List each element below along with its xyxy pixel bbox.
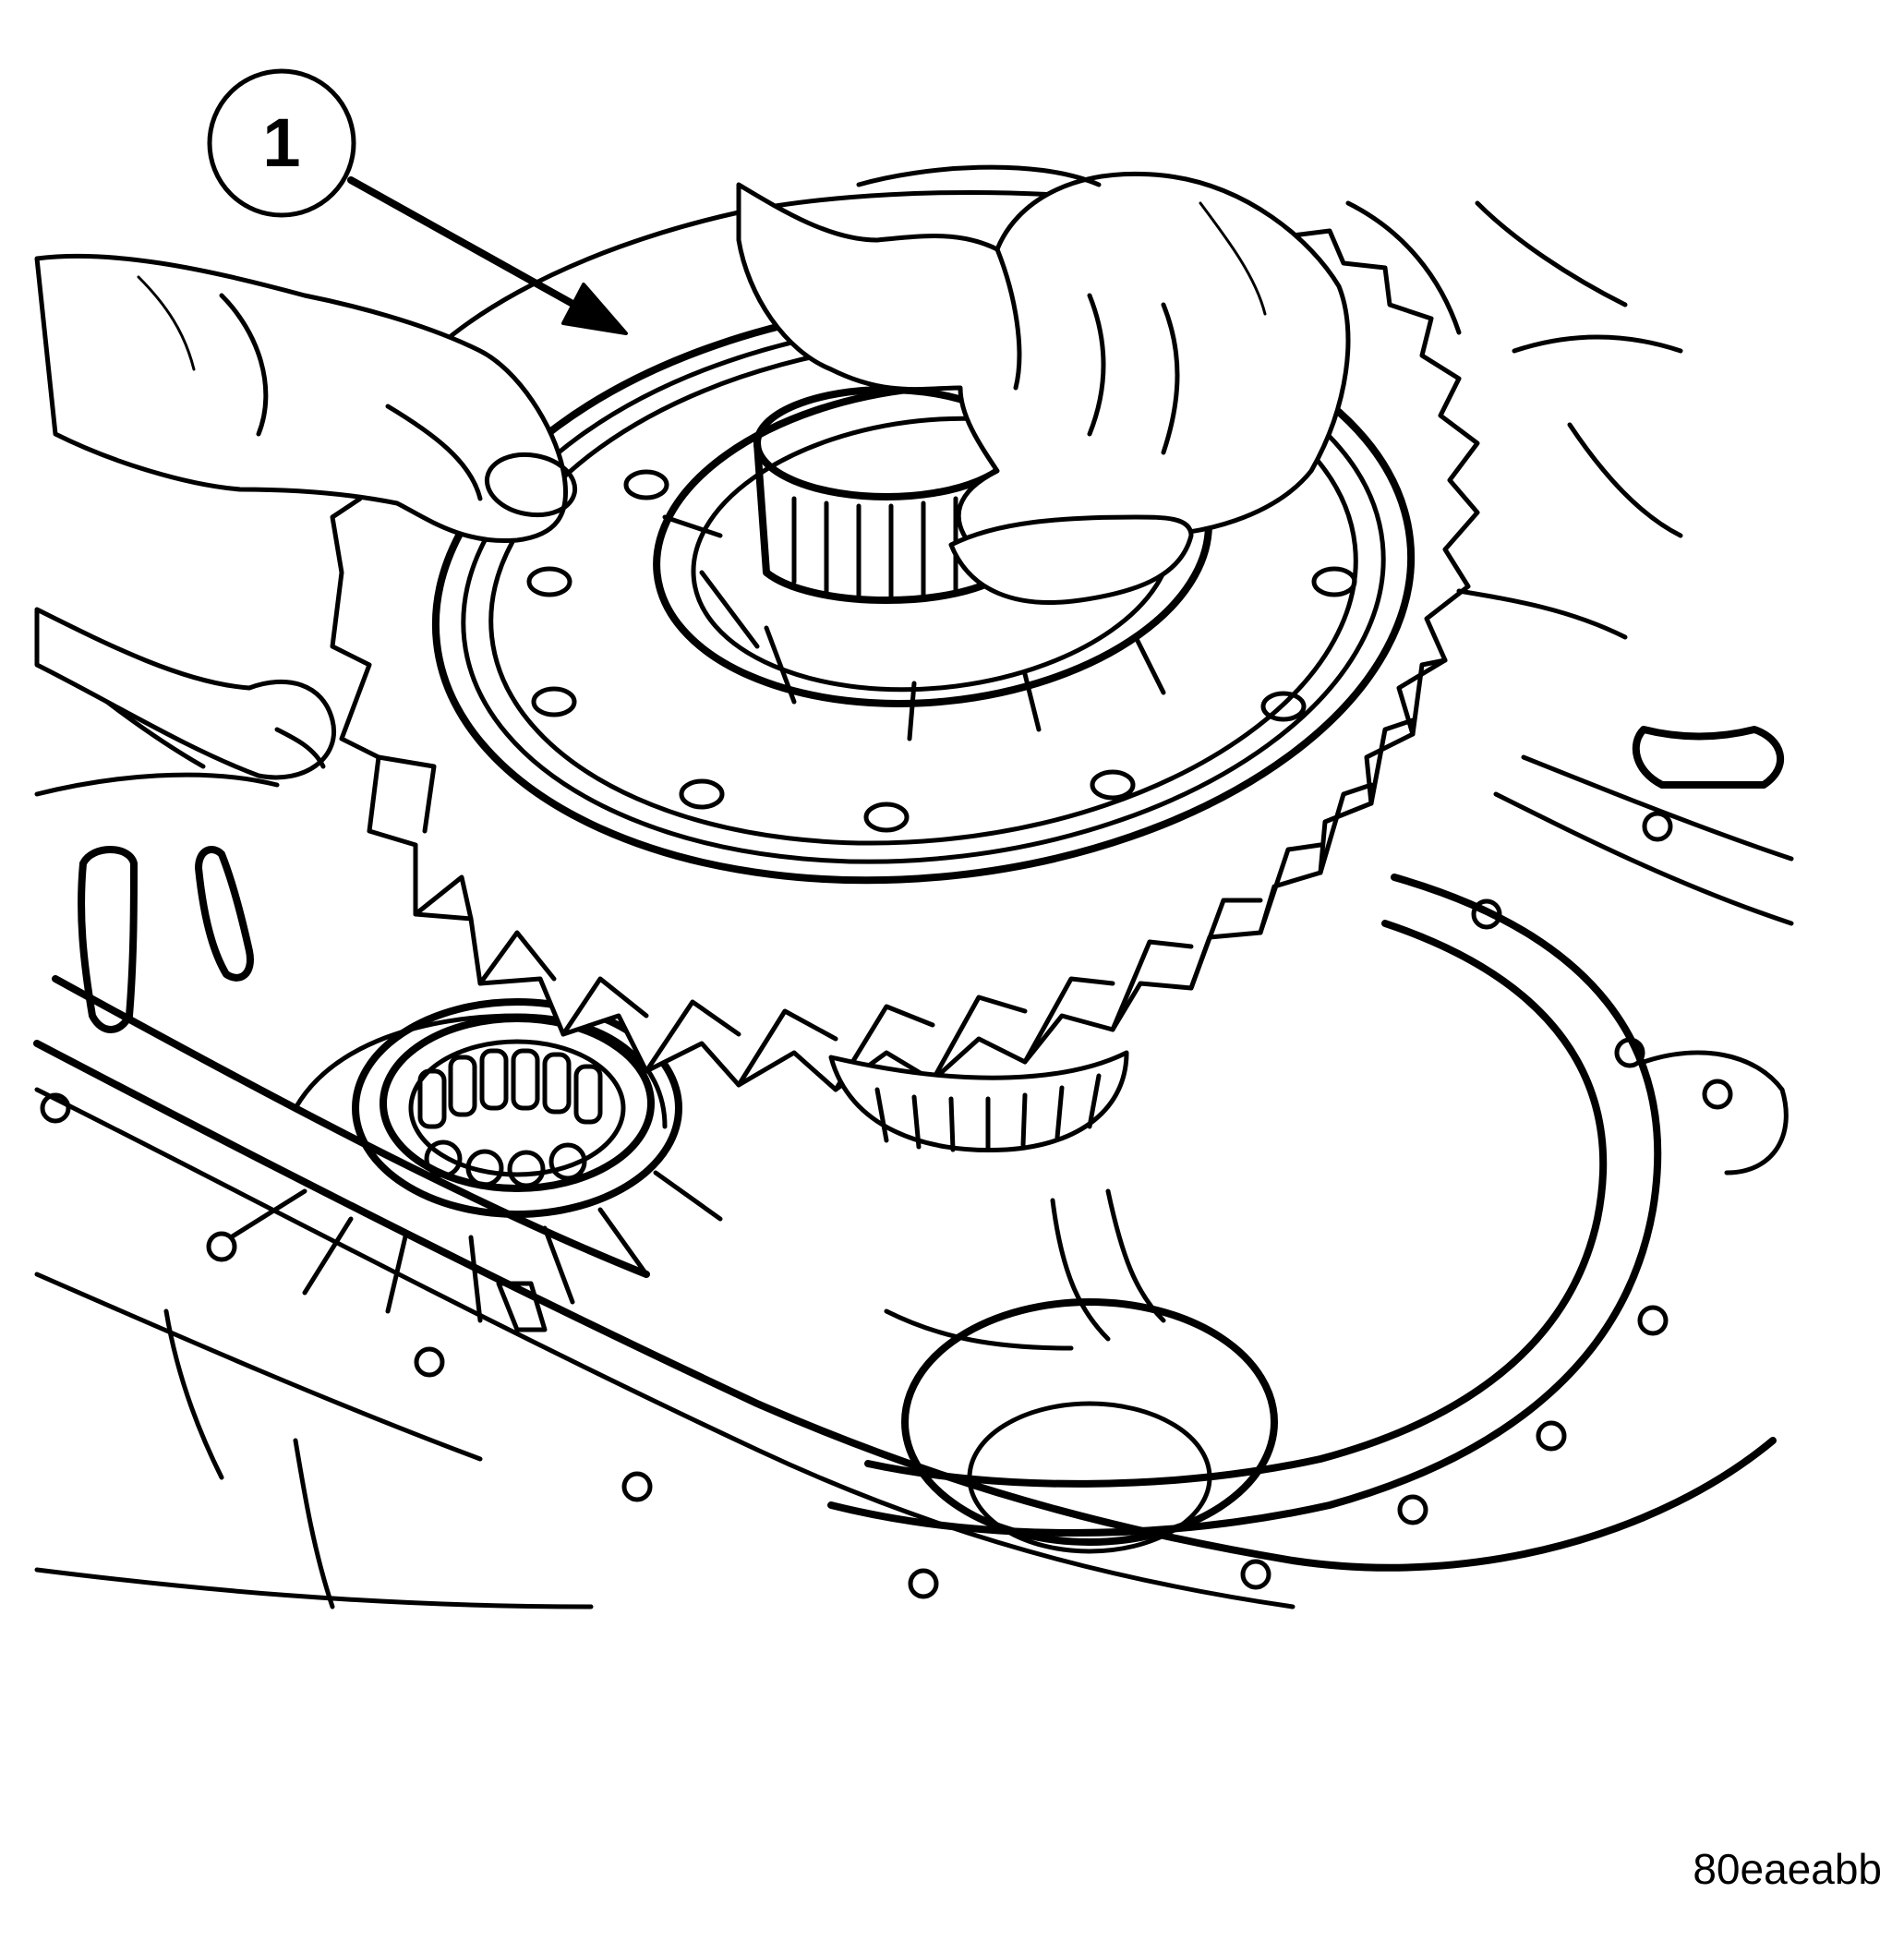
figure-id: 80eaeabb bbox=[1693, 1845, 1882, 1893]
flange-bolt-holes bbox=[40, 811, 1733, 1599]
needle-rollers bbox=[417, 1048, 603, 1188]
callout-arrowhead bbox=[561, 283, 628, 335]
right-hand bbox=[736, 164, 1785, 789]
ring-gear-bolts bbox=[526, 428, 1357, 833]
lower-tapered-bearing bbox=[828, 1050, 1129, 1153]
callout-1-label: 1 bbox=[262, 104, 300, 181]
transmission-case bbox=[33, 644, 1794, 1609]
callout-1: 1 bbox=[207, 68, 628, 335]
left-hand bbox=[34, 253, 578, 780]
bearing-cup-and-rollers bbox=[228, 998, 723, 1332]
